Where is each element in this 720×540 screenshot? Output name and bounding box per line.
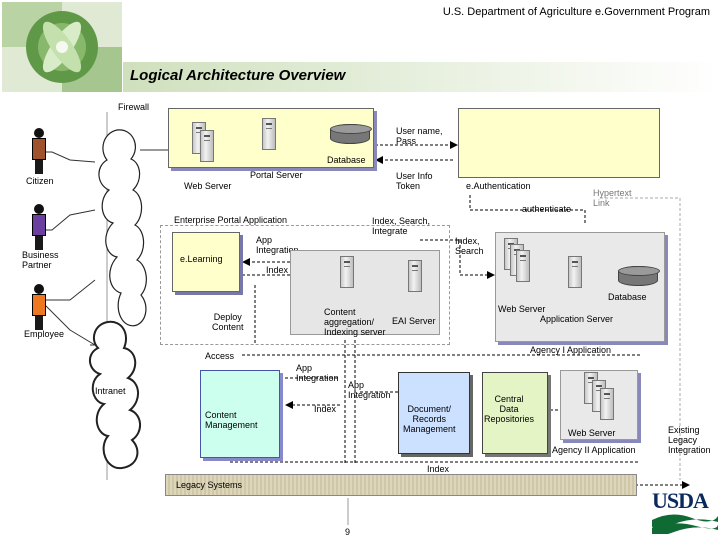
web-server-icon-2: [200, 130, 214, 162]
portal-server-label: Portal Server: [250, 170, 303, 180]
content-management-box: [200, 370, 280, 458]
content-aggregation-label: Content aggregation/ Indexing server: [324, 307, 386, 337]
title-bar: [123, 62, 720, 92]
intranet-cloud-icon: [89, 320, 141, 470]
enterprise-portal-label: Enterprise Portal Application: [174, 215, 288, 225]
leaf-emblem-icon: [2, 2, 122, 92]
agency-2-server-icon-3: [600, 388, 614, 420]
portal-server-icon: [262, 118, 276, 150]
index-search-integrate-label: Index, Search, Integrate: [372, 216, 431, 236]
index-label-2: Index: [314, 404, 337, 414]
index-label-3: Index: [427, 464, 450, 474]
citizen-label: Citizen: [26, 176, 54, 186]
enterprise-portal-area: [160, 225, 450, 345]
legacy-systems-bar: [165, 474, 637, 496]
page-number: 9: [345, 527, 351, 537]
index-search-label: Index, Search: [455, 236, 484, 256]
deploy-content-label: Deploy Content: [212, 312, 244, 332]
program-header: U.S. Department of Agriculture e.Governm…: [442, 6, 710, 18]
employee-person-icon: [32, 284, 46, 330]
firewall-label: Firewall: [118, 102, 150, 112]
app-integration-label-3: App Integration: [348, 380, 391, 400]
document-records-label: Document/ Records Management: [403, 404, 456, 434]
agency-2-web-server-label: Web Server: [568, 428, 616, 438]
agency-1-app-label: Agency I Application: [530, 345, 612, 355]
access-label: Access: [205, 351, 235, 361]
app-integration-label-2: App Integration: [296, 363, 339, 383]
authenticate-label: authenticate: [522, 204, 572, 214]
existing-legacy-label: Existing Legacy Integration: [668, 425, 711, 455]
user-info-token-label: User Info Token: [396, 171, 433, 191]
agency-1-app-server-label: Application Server: [540, 314, 614, 324]
page-title: Logical Architecture Overview: [130, 67, 346, 84]
agency-1-server-icon-3: [516, 250, 530, 282]
agency-1-app-server-icon: [568, 256, 582, 288]
usda-logo: USDA: [652, 488, 718, 536]
business-partner-label: Business Partner: [22, 250, 59, 270]
central-data-box: [482, 372, 548, 454]
agency-1-database-icon: [618, 266, 660, 286]
web-server-label: Web Server: [184, 181, 232, 191]
agency-1-database-label: Database: [608, 292, 647, 302]
database-icon: [330, 124, 372, 144]
database-label: Database: [327, 155, 366, 165]
usda-hills-icon: [652, 514, 718, 534]
elearning-box: [172, 232, 240, 292]
business-partner-person-icon: [32, 204, 46, 250]
intranet-label: Intranet: [95, 386, 126, 396]
internet-cloud-icon: [98, 129, 147, 327]
agency-1-web-server-label: Web Server: [498, 304, 546, 314]
header-logo-image: [2, 2, 122, 92]
content-management-label: Content Management: [205, 410, 258, 430]
eai-server-icon: [408, 260, 422, 292]
eai-server-label: EAI Server: [392, 316, 436, 326]
legacy-systems-label: Legacy Systems: [176, 480, 243, 490]
user-name-pass-label: User name, Pass: [396, 126, 443, 146]
elearning-label: e.Learning: [180, 254, 223, 264]
e-authentication-label: e.Authentication: [466, 181, 531, 191]
agency-2-app-label: Agency II Application: [552, 445, 636, 455]
central-data-label: Central Data Repositories: [484, 394, 535, 424]
usda-logo-text: USDA: [652, 488, 709, 513]
hypertext-link-label: Hypertext Link: [593, 188, 632, 208]
app-integration-label-1: App Integration: [256, 235, 299, 255]
employee-label: Employee: [24, 329, 65, 339]
content-aggregation-server-icon: [340, 256, 354, 288]
e-authentication-box: [458, 108, 660, 178]
citizen-person-icon: [32, 128, 46, 174]
document-records-box: [398, 372, 470, 454]
index-label-1: Index: [266, 265, 289, 275]
